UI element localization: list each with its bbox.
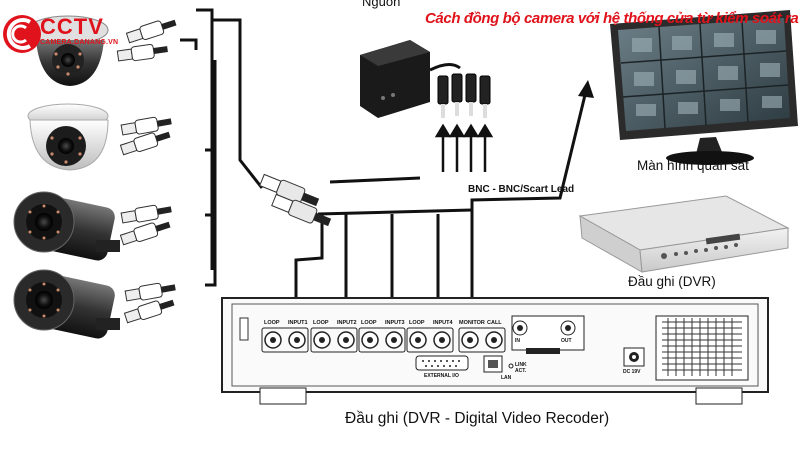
port-label: LOOP bbox=[361, 320, 377, 326]
cables bbox=[180, 8, 587, 320]
dc-label: DC 19V bbox=[623, 369, 641, 375]
link-label: LINK bbox=[515, 362, 527, 368]
power-adapter bbox=[360, 40, 491, 118]
act-label: ACT. bbox=[515, 368, 527, 374]
logo-mark bbox=[3, 15, 41, 53]
cable-label: BNC - BNC/Scart Lead bbox=[468, 184, 575, 195]
port-label: CALL bbox=[487, 320, 502, 326]
port-label: LOOP bbox=[264, 320, 280, 326]
port-label: INPUT3 bbox=[385, 320, 405, 326]
port-label: LOOP bbox=[313, 320, 329, 326]
port-label: INPUT2 bbox=[337, 320, 357, 326]
port-label: INPUT1 bbox=[288, 320, 308, 326]
monitor-arrow bbox=[578, 80, 594, 98]
port-label: INPUT4 bbox=[433, 320, 453, 326]
bullet-camera-1 bbox=[13, 191, 120, 261]
splitter-connectors bbox=[259, 173, 332, 227]
audio-out-label: OUT bbox=[561, 338, 572, 344]
bullet-camera-2 bbox=[13, 269, 120, 339]
logo-brand: CCTV bbox=[40, 14, 104, 39]
dvr-main-label: Đầu ghi (DVR - Digital Video Recoder) bbox=[345, 410, 610, 427]
monitor-label: Màn hình quan sát bbox=[637, 158, 749, 173]
power-arrows bbox=[434, 123, 494, 172]
logo: CCTV CAMERA.DANANG.VN bbox=[2, 12, 126, 52]
port-label: LOOP bbox=[409, 320, 425, 326]
dvr-small-label: Đầu ghi (DVR) bbox=[628, 274, 716, 289]
port-label: MONITOR bbox=[459, 320, 485, 326]
audio-in-label: IN bbox=[515, 338, 520, 344]
lan-label: LAN bbox=[501, 375, 512, 381]
external-io-label: EXTERNAL I/O bbox=[424, 373, 459, 379]
power-label: Nguồn bbox=[362, 0, 401, 9]
logo-site: CAMERA.DANANG.VN bbox=[40, 39, 119, 46]
monitor bbox=[610, 10, 798, 165]
page-title: Cách đồng bộ camera với hệ thống cửa từ … bbox=[425, 10, 800, 27]
dvr-back-panel bbox=[221, 297, 769, 405]
dome-camera-2 bbox=[27, 103, 109, 171]
camera-bnc-connectors bbox=[116, 19, 177, 324]
dvr-small bbox=[578, 195, 790, 273]
